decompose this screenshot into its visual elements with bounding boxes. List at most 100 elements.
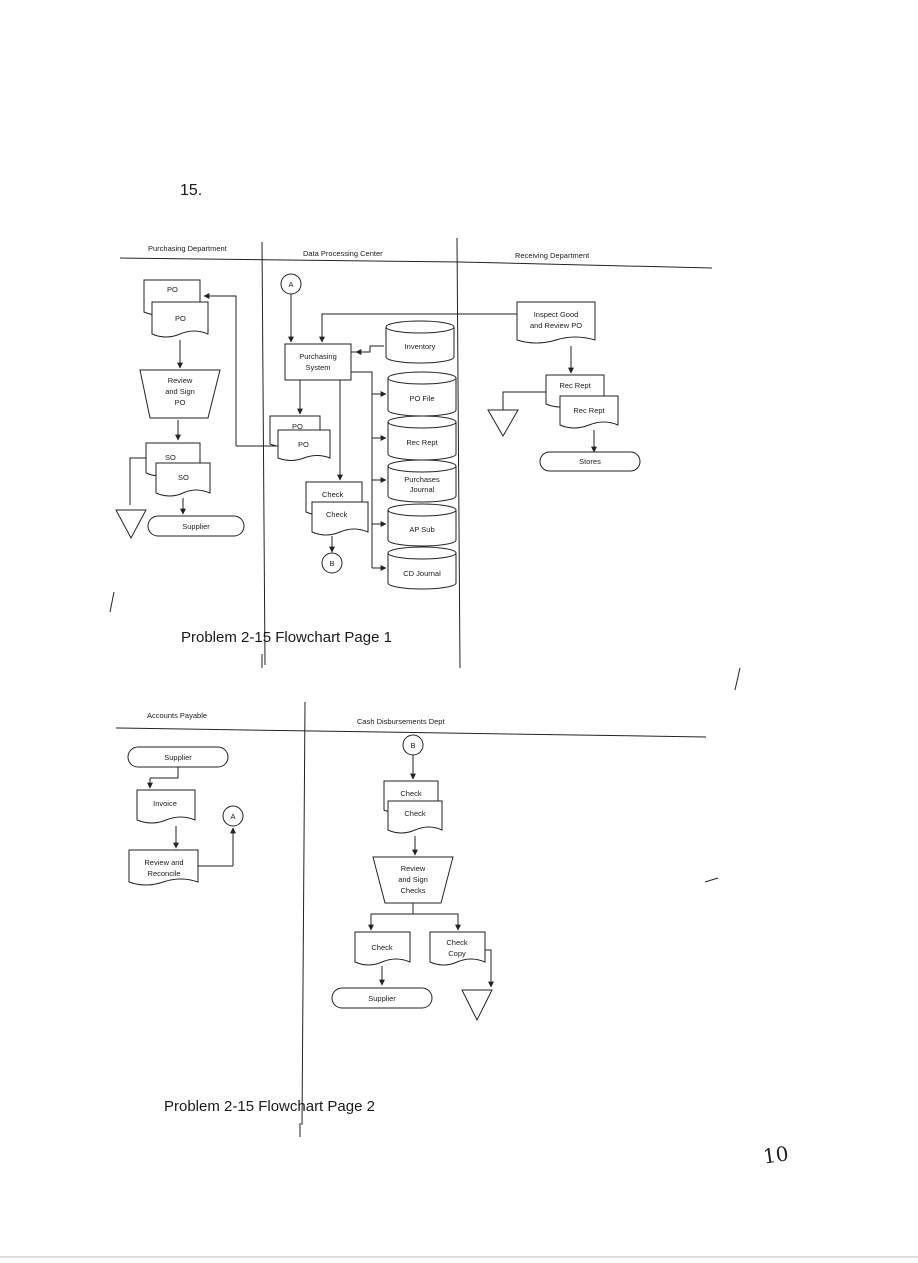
- lane-header-data-processing: Data Processing Center: [303, 249, 383, 258]
- purchases-journal-file: Purchases Journal: [387, 459, 457, 503]
- so-back-label: SO: [165, 453, 176, 462]
- connector-a-label: A: [288, 280, 293, 289]
- check-back-page-2-label: Check: [400, 789, 422, 798]
- supplier-bottom-label: Supplier: [368, 994, 396, 1003]
- po-file-label: PO File: [409, 394, 434, 403]
- check-front-label: Check: [326, 510, 348, 519]
- lane-divider-right: [456, 237, 461, 669]
- problem-number: 15.: [180, 182, 202, 199]
- connector-b-label: B: [329, 559, 334, 568]
- purchases-journal-line1: Purchases: [404, 475, 440, 484]
- review-sign-po-line2: and Sign: [165, 387, 195, 396]
- rec-rept-document-front: [559, 395, 619, 429]
- supplier-terminal: [147, 515, 245, 537]
- stores-label: Stores: [579, 457, 601, 466]
- inventory-file: Inventory: [385, 320, 455, 364]
- review-sign-po-process: [139, 369, 221, 419]
- ap-sub-label: AP Sub: [409, 525, 434, 534]
- check-copy-line1: Check: [446, 938, 468, 947]
- lane-divider-vertical-2: [301, 701, 306, 1126]
- line-rec-rept-to-file: [502, 391, 546, 410]
- check-document-front-page-2: [387, 800, 443, 834]
- purchasing-system-line1: Purchasing: [299, 352, 337, 361]
- invoice-label: Invoice: [153, 799, 177, 808]
- purchasing-system-line2: System: [305, 363, 330, 372]
- handwritten-score: 10: [761, 1141, 790, 1168]
- purchases-journal-line2: Journal: [410, 485, 435, 494]
- review-reconcile-document: [128, 849, 199, 886]
- check-back-label: Check: [322, 490, 344, 499]
- lane-header-cash-disbursements: Cash Disbursements Dept: [357, 717, 445, 726]
- caption-page-1: Problem 2-15 Flowchart Page 1: [181, 629, 392, 646]
- po-file: PO File: [387, 371, 457, 417]
- supplier-label: Supplier: [182, 522, 210, 531]
- file-triangle-cash-disbursements: [461, 989, 493, 1022]
- lane-divider-left: [261, 241, 266, 666]
- review-reconcile-line2: Reconcile: [148, 869, 181, 878]
- line-check-copy-to-file: [485, 949, 492, 985]
- rec-rept-file: Rec Rept: [387, 415, 457, 461]
- check-out-document: [354, 931, 411, 966]
- flowchart-page-1: Purchasing Department Data Processing Ce…: [115, 237, 713, 669]
- review-reconcile-line1: Review and: [144, 858, 183, 867]
- dp-po-front-label: PO: [298, 440, 309, 449]
- scan-mark-right-small: [704, 877, 719, 883]
- line-split-to-check: [370, 903, 414, 925]
- connector-b-page-2-label: B: [410, 741, 415, 750]
- dp-po-document-front: [277, 429, 331, 461]
- review-sign-checks-process: [372, 856, 454, 904]
- invoice-document: [136, 789, 196, 824]
- lane-header-accounts-payable: Accounts Payable: [147, 711, 207, 720]
- ap-sub-file: AP Sub: [387, 503, 457, 547]
- line-system-to-files-bus: [351, 371, 373, 568]
- line-system-to-inventory: [351, 345, 384, 353]
- review-sign-checks-line2: and Sign: [398, 875, 428, 884]
- connector-b: [321, 552, 343, 574]
- po-back-label: PO: [167, 285, 178, 294]
- line-supplier-to-invoice: [150, 767, 179, 779]
- supplier-top-label: Supplier: [164, 753, 192, 762]
- scan-marks: [0, 591, 918, 1258]
- lane-divider-horizontal-right: [459, 261, 713, 269]
- review-sign-po-line3: PO: [175, 398, 186, 407]
- line-so-to-file: [129, 457, 146, 505]
- line-split-to-check-copy: [413, 913, 459, 925]
- caption-page-2: Problem 2-15 Flowchart Page 2: [164, 1098, 375, 1115]
- connector-a-page-2-label: A: [230, 812, 235, 821]
- check-document-front: [311, 501, 369, 536]
- po-front-label: PO: [175, 314, 186, 323]
- po-document-front: [151, 301, 209, 338]
- review-sign-checks-line1: Review: [401, 864, 426, 873]
- cd-journal-file: CD Journal: [387, 546, 457, 590]
- rec-rept-front-label: Rec Rept: [573, 406, 605, 415]
- inventory-label: Inventory: [405, 342, 436, 351]
- lane-divider-horizontal-2: [115, 727, 707, 738]
- review-sign-checks-line3: Checks: [400, 886, 425, 895]
- check-copy-document: [429, 931, 486, 966]
- inspect-good-line1: Inspect Good: [534, 310, 579, 319]
- connector-a-page-2: [222, 805, 244, 827]
- file-triangle-purchasing: [115, 509, 147, 540]
- so-front-label: SO: [178, 473, 189, 482]
- arrow-receiving-to-system: [319, 313, 517, 343]
- scan-mark-right: [734, 667, 741, 691]
- supplier-terminal-bottom: [331, 987, 433, 1009]
- check-front-page-2-label: Check: [404, 809, 426, 818]
- lane-header-receiving: Receiving Department: [515, 251, 590, 260]
- rec-rept-back-label: Rec Rept: [559, 381, 591, 390]
- inspect-good-document: [516, 301, 596, 344]
- flowchart-page-2: Accounts Payable Cash Disbursements Dept…: [115, 654, 707, 1137]
- purchasing-system-process: [284, 343, 352, 381]
- lane-header-purchasing: Purchasing Department: [148, 244, 228, 253]
- lane-divider-horizontal: [119, 257, 461, 263]
- file-triangle-receiving: [487, 409, 519, 438]
- check-copy-line2: Copy: [448, 949, 466, 958]
- review-sign-po-line1: Review: [168, 376, 193, 385]
- arrow-po-copy-loop: [203, 293, 237, 446]
- check-out-label: Check: [371, 943, 393, 952]
- scan-mark-left: [109, 591, 115, 613]
- cd-journal-label: CD Journal: [403, 569, 441, 578]
- rec-rept-file-label: Rec Rept: [406, 438, 438, 447]
